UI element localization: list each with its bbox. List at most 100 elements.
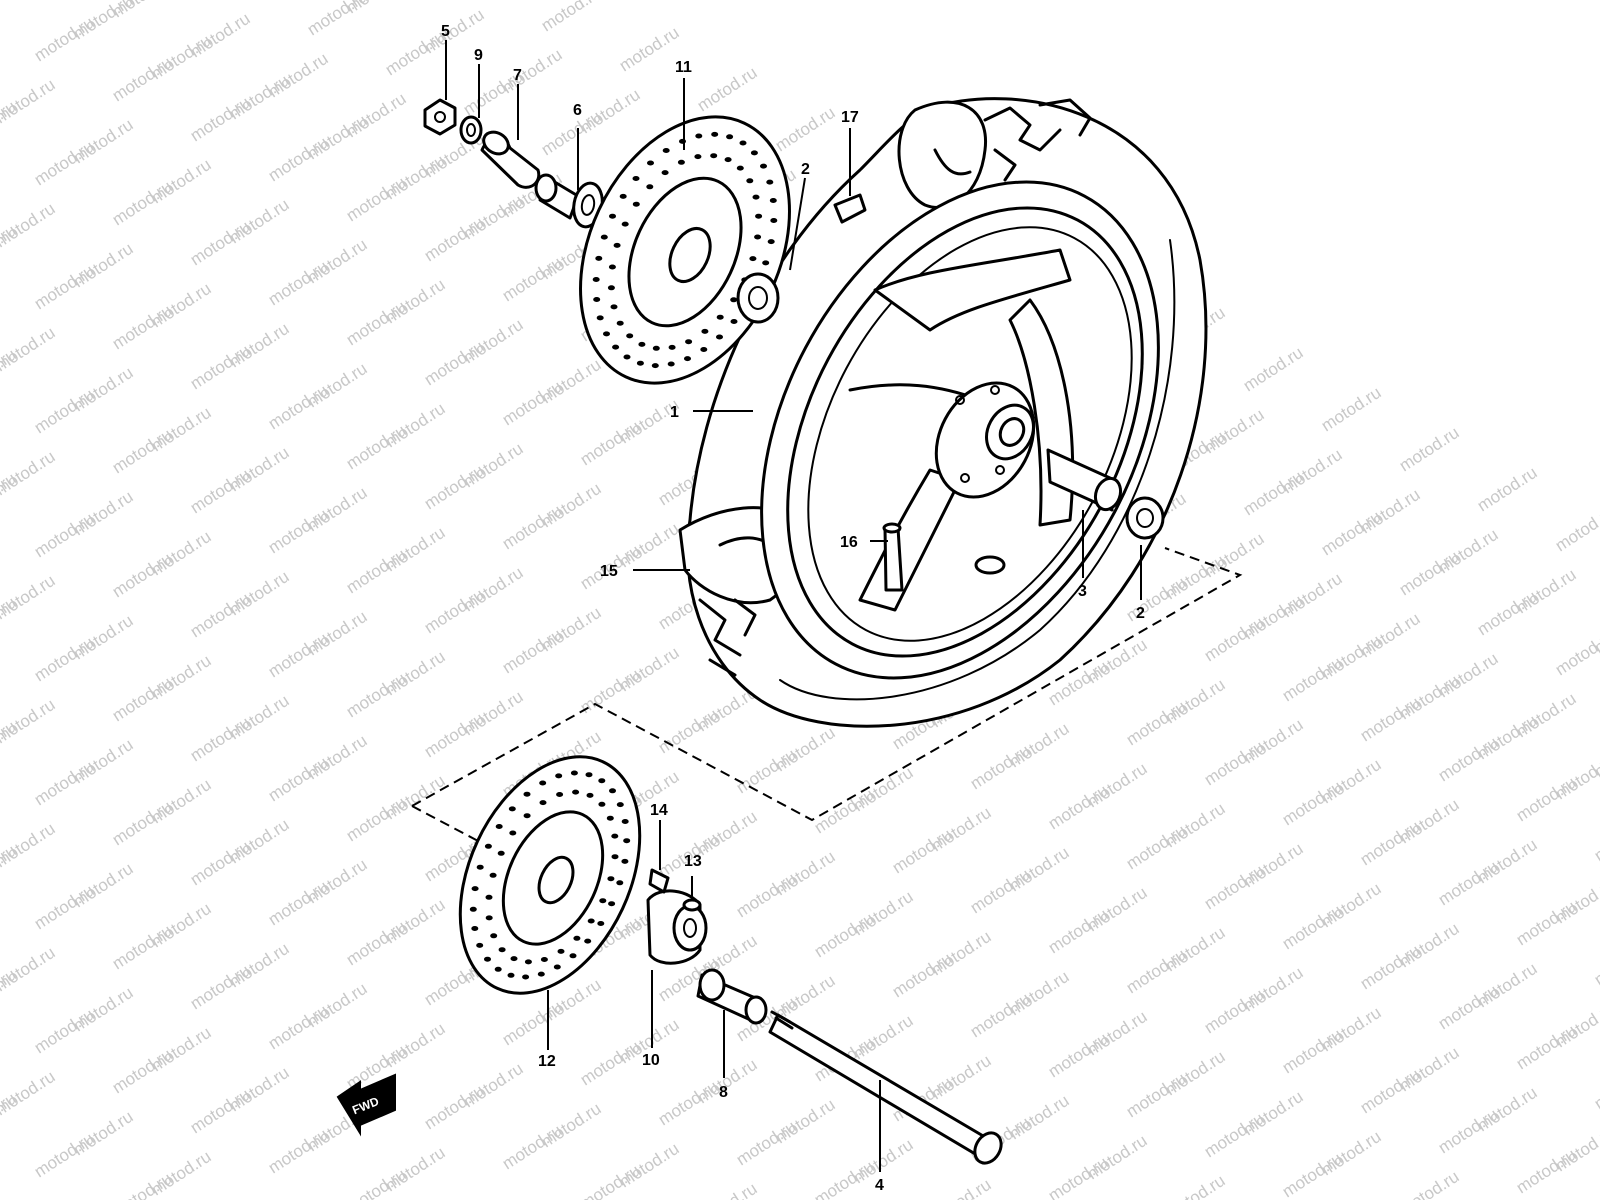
watermark-text: motod.ru: [343, 545, 410, 597]
watermark-text: motod.ru: [1201, 985, 1268, 1037]
disc-hole: [621, 858, 629, 864]
disc-hole: [539, 780, 547, 786]
watermark-text: motod.ru: [1279, 1025, 1346, 1077]
watermark-text: motod.ru: [265, 257, 332, 309]
watermark-text: motod.ru: [265, 1125, 332, 1177]
disc-hole: [598, 801, 606, 807]
watermark-text: motod.ru: [928, 1175, 995, 1200]
disc-hole: [603, 331, 610, 337]
watermark-text: motod.ru: [343, 297, 410, 349]
disc-hole: [762, 260, 770, 266]
disc-hole: [599, 898, 607, 904]
disc-hole: [489, 872, 497, 878]
watermark-text: motod.ru: [109, 549, 176, 601]
disc-hole: [469, 906, 477, 912]
disc-hole: [651, 363, 659, 369]
callout-16: 16: [840, 534, 858, 551]
disc-hole: [623, 838, 631, 844]
disc-hole: [592, 277, 600, 282]
watermark-text: motod.ru: [499, 997, 566, 1049]
watermark-text: motod.ru: [421, 1081, 488, 1133]
watermark-text: motod.ru: [1591, 937, 1600, 989]
watermark-text: motod.ru: [187, 93, 254, 145]
disc-hole: [739, 140, 747, 146]
watermark-text: motod.ru: [187, 589, 254, 641]
watermark-text: motod.ru: [889, 949, 956, 1001]
watermark-text: motod.ru: [0, 0, 58, 3]
disc-hole: [537, 971, 545, 977]
disc-hole: [716, 334, 723, 340]
watermark-text: motod.ru: [1591, 1061, 1600, 1113]
assembly-outline-left: [411, 805, 481, 843]
disc-hole: [668, 344, 676, 350]
watermark-text: motod.ru: [109, 1045, 176, 1097]
callout-12: 12: [538, 1053, 556, 1070]
watermark-text: motod.ru: [538, 0, 605, 35]
watermark-text: motod.ru: [1279, 653, 1346, 705]
watermark-text: motod.ru: [1591, 813, 1600, 865]
disc-hole: [540, 957, 548, 962]
disc-hole: [570, 770, 578, 776]
watermark-text: motod.ru: [343, 421, 410, 473]
watermark-text: motod.ru: [421, 709, 488, 761]
disc-hole: [523, 791, 531, 797]
disc-hole: [770, 218, 778, 223]
watermark-text: motod.ru: [187, 341, 254, 393]
assembly-outline: [411, 547, 1243, 822]
disc-hole: [556, 792, 564, 797]
watermark-text: motod.ru: [265, 629, 332, 681]
watermark-text: motod.ru: [265, 505, 332, 557]
callout-2-upper: 2: [801, 161, 810, 178]
watermark-text: motod.ru: [109, 425, 176, 477]
watermark-text: motod.ru: [1552, 627, 1600, 679]
disc-hole: [553, 964, 561, 970]
watermark-text: motod.ru: [1123, 573, 1190, 625]
disc-hole: [471, 926, 479, 931]
disc-hole: [767, 239, 775, 245]
watermark-text: motod.ru: [499, 377, 566, 429]
leader-2a: [789, 177, 806, 271]
watermark-text: motod.ru: [772, 103, 839, 155]
disc-hole: [711, 131, 719, 137]
watermark-text: motod.ru: [1279, 901, 1346, 953]
watermark-text: motod.ru: [109, 673, 176, 725]
disc-hole: [636, 360, 644, 366]
watermark-text: motod.ru: [109, 1169, 176, 1200]
disc-hole: [616, 880, 624, 886]
disc-hole: [597, 921, 605, 926]
watermark-text: motod.ru: [1474, 587, 1541, 639]
watermark-text: motod.ru: [343, 793, 410, 845]
watermark-text: motod.ru: [187, 465, 254, 517]
disc-hole: [610, 304, 618, 310]
watermark-text: motod.ru: [31, 261, 98, 313]
disc-hole: [596, 315, 604, 321]
watermark-text: motod.ru: [382, 27, 449, 79]
watermark-text: motod.ru: [1513, 1145, 1580, 1197]
callout-11: 11: [675, 59, 692, 76]
spacer: [480, 130, 541, 189]
disc-hole: [569, 953, 577, 959]
disc-hole: [616, 320, 624, 326]
watermark-text: motod.ru: [187, 1085, 254, 1137]
brake-disc-left: [458, 755, 642, 995]
disc-hole: [749, 256, 757, 262]
watermark-text: motod.ru: [1123, 821, 1190, 873]
watermark-text: motod.ru: [967, 989, 1034, 1041]
watermark-text: motod.ru: [304, 0, 371, 39]
disc-hole: [752, 194, 760, 200]
disc-hole: [484, 843, 492, 849]
watermark-text: motod.ru: [1357, 817, 1424, 869]
watermark-text: motod.ru: [811, 785, 878, 837]
disc-hole: [700, 347, 708, 352]
disc-hole: [667, 361, 675, 367]
watermark-text: motod.ru: [1045, 781, 1112, 833]
forward-arrow-icon: FWD: [336, 1073, 396, 1137]
disc-hole: [522, 974, 530, 980]
watermark-text: motod.ru: [811, 1157, 878, 1200]
disc-hole: [495, 824, 503, 829]
watermark-text: motod.ru: [811, 909, 878, 961]
callout-8: 8: [719, 1084, 728, 1101]
disc-hole: [638, 341, 646, 347]
disc-hole: [632, 176, 640, 181]
watermark-text: motod.ru: [616, 23, 683, 75]
